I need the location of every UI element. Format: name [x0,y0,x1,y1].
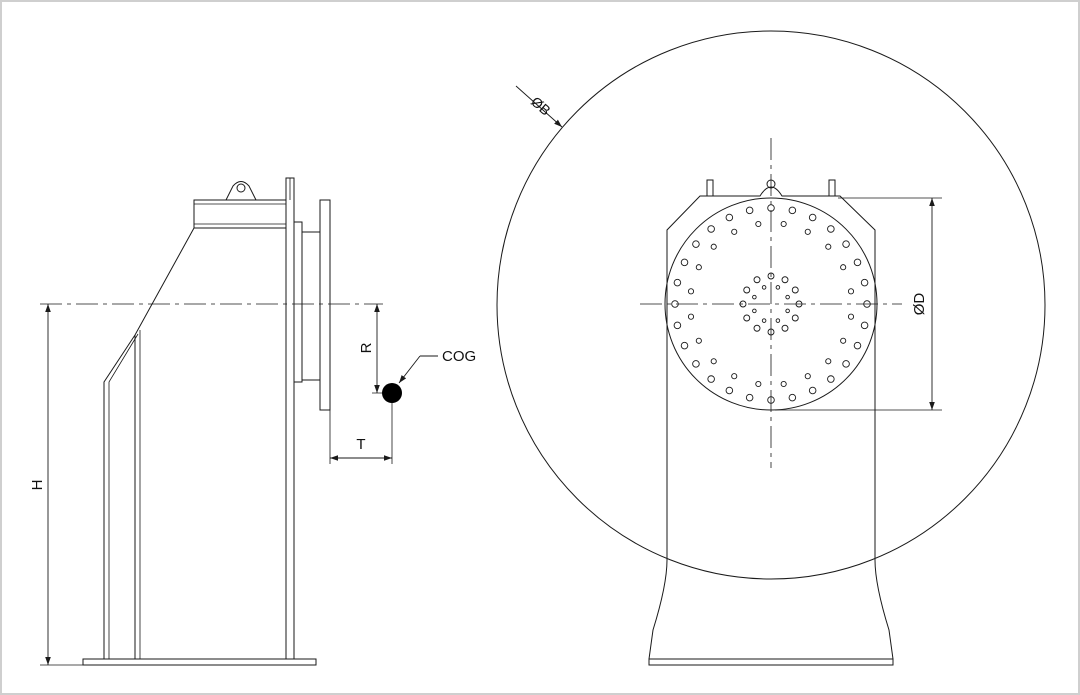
cog-vertical-offset-label: R [358,342,375,353]
inner-bolt-hole [743,314,751,322]
outer-bolt-hole-inner-ring [687,288,695,295]
inner-bolt-hole-small [761,285,767,290]
outer-bolt-hole [827,225,835,233]
outer-bolt-hole-inner-ring [731,228,738,235]
stud-right [828,179,836,196]
outer-bolt-hole [842,360,850,368]
outer-bolt-hole-inner-ring [695,337,702,344]
outer-bolt-hole-inner-ring [840,264,847,271]
outer-bolt-hole-inner-ring [840,337,847,344]
outer-bolt-hole-inner-ring [780,380,787,388]
front-leg-outline [103,227,195,659]
flange-diameter-label: ØD [911,293,928,316]
outer-bolt-hole [692,240,700,248]
outer-bolt-hole [707,375,715,383]
height-label: H [29,480,46,491]
inner-bolt-hole-small [761,318,767,323]
drum-diameter-label: ØB [528,93,554,118]
outer-bolt-hole-inner-ring [825,243,832,250]
inner-bolt-hole-small [752,294,757,300]
front-view: ØB ØD [496,30,1046,666]
outer-bolt-hole [842,240,850,248]
outer-bolt-hole-inner-ring [687,313,695,320]
outer-bolt-hole [808,386,817,395]
center-of-gravity-label: COG [442,348,476,365]
outer-bolt-hole [860,321,869,330]
outer-bolt-hole-inner-ring [825,358,832,365]
outer-bolt-hole [860,278,869,287]
cog-horizontal-offset-label: T [356,436,365,453]
outer-bolt-hole [853,341,862,350]
outer-bolt-hole-inner-ring [847,313,855,320]
outer-bolt-hole [680,341,689,350]
inner-bolt-hole-small [775,285,781,290]
outer-bolt-hole-inner-ring [755,380,762,388]
outer-bolt-hole-inner-ring [804,228,811,235]
outer-bolt-hole-inner-ring [710,358,717,365]
outer-bolt-hole-inner-ring [804,373,811,380]
inner-bolt-hole [781,324,789,332]
outer-bolt-hole-inner-ring [695,264,702,271]
cog-leader-line [398,355,421,384]
outer-bolt-hole [808,213,817,222]
outer-bolt-hole [707,225,715,233]
rear-frame-post [285,177,295,659]
side-view: H R T COG [29,177,476,666]
outer-bolt-hole-inner-ring [731,373,738,380]
outer-bolt-hole-inner-ring [710,243,717,250]
outer-bolt-hole [827,375,835,383]
outer-bolt-hole [673,278,682,287]
inner-bolt-hole [791,286,799,294]
drum-outline-circle [496,30,1046,580]
drum-diameter-leader [515,85,563,128]
outer-bolt-hole-inner-ring [780,220,787,228]
stud-left [706,179,714,196]
outer-bolt-hole [788,393,797,402]
outer-bolt-hole [725,213,734,222]
inner-bolt-hole [781,276,789,284]
outer-bolt-hole-inner-ring [755,220,762,228]
inner-bolt-hole-small [752,308,757,314]
inner-bolt-hole [791,314,799,322]
outer-bolt-hole [745,206,754,215]
outer-bolt-hole [745,393,754,402]
inner-bolt-hole [743,286,751,294]
inner-bolt-hole-small [785,308,790,314]
front-leg-inner-line [108,333,139,659]
lifting-lug [225,181,257,201]
mounting-flange [319,199,331,411]
top-housing [193,199,287,229]
outer-bolt-hole-inner-ring [847,288,855,295]
outer-bolt-hole [692,360,700,368]
inner-bolt-hole-small [785,294,790,300]
outer-bolt-hole [853,258,862,267]
inner-bolt-hole [753,276,761,284]
flange-spacer [293,221,303,383]
center-of-gravity-marker [382,383,402,403]
flange-hub [301,231,321,381]
inner-bolt-hole-small [775,318,781,323]
outer-bolt-hole [788,206,797,215]
base-plate [82,658,317,666]
inner-bolt-holes [739,272,803,336]
inner-bolt-hole [753,324,761,332]
lifting-lug-hole [236,183,246,193]
outer-bolt-hole [680,258,689,267]
outer-bolt-hole [725,386,734,395]
stand-base-plate [648,658,894,666]
outer-bolt-hole [673,321,682,330]
